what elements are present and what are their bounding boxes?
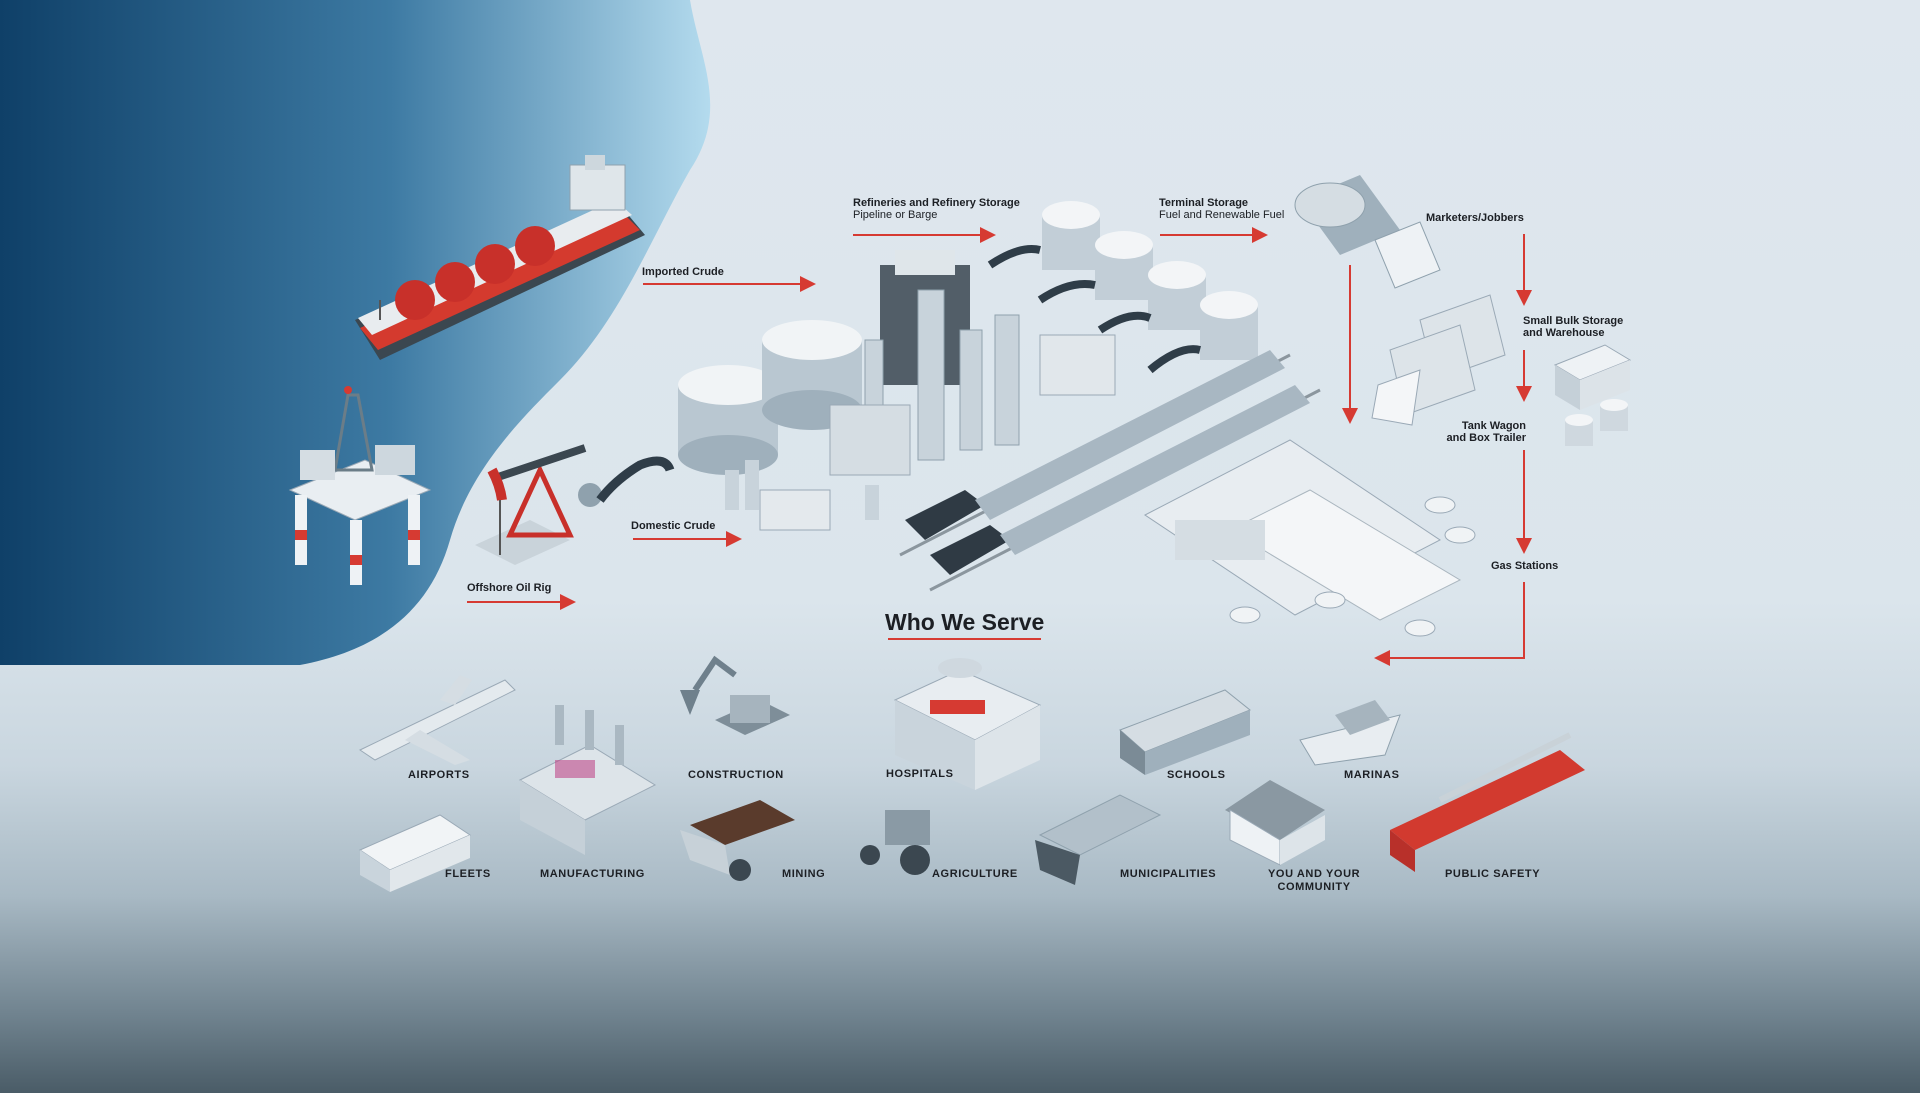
ocean-area — [0, 0, 711, 665]
gas-station-icon — [1144, 439, 1476, 637]
airplane-icon — [358, 675, 516, 765]
tank-wagon-line2: and Box Trailer — [1446, 432, 1526, 444]
label-refineries: Refineries and Refinery Storage Pipeline… — [853, 197, 1020, 221]
service-marinas: MARINAS — [1344, 769, 1400, 781]
service-municipalities: MUNICIPALITIES — [1120, 868, 1217, 880]
excavator-icon — [680, 655, 790, 735]
garbage-truck-icon — [1035, 794, 1162, 885]
fuel-trucks-icon — [1371, 294, 1506, 426]
boat-icon — [1299, 700, 1401, 766]
service-hospitals: HOSPITALS — [886, 768, 954, 780]
van-icon — [358, 814, 472, 892]
arrow-gas-stations — [1374, 582, 1525, 666]
tanker-truck-icon — [1294, 175, 1441, 289]
label-imported-crude: Imported Crude — [642, 266, 724, 278]
label-small-bulk-storage: Small Bulk Storage and Warehouse — [1523, 315, 1623, 339]
service-construction: CONSTRUCTION — [688, 769, 784, 781]
label-gas-stations: Gas Stations — [1491, 560, 1559, 572]
tank-wagon-line1: Tank Wagon — [1461, 420, 1526, 432]
service-airports: AIRPORTS — [408, 769, 470, 781]
community-line2: COMMUNITY — [1277, 881, 1351, 893]
storage-tanks-icon — [678, 320, 862, 475]
service-fleets: FLEETS — [445, 868, 491, 880]
warehouse-icon — [1553, 344, 1632, 446]
fire-truck-icon — [1390, 732, 1585, 872]
label-domestic-crude: Domestic Crude — [631, 520, 716, 532]
small-bulk-line2: and Warehouse — [1523, 327, 1605, 339]
label-marketers: Marketers/Jobbers — [1426, 212, 1524, 224]
tractor-icon — [860, 810, 930, 875]
refinery-icon — [725, 250, 1116, 531]
service-mining: MINING — [782, 868, 826, 880]
small-bulk-line1: Small Bulk Storage — [1523, 315, 1624, 327]
refineries-subtitle: Pipeline or Barge — [853, 209, 938, 221]
service-public-safety: PUBLIC SAFETY — [1445, 868, 1541, 880]
terminal-title: Terminal Storage — [1159, 197, 1249, 209]
refineries-title: Refineries and Refinery Storage — [853, 197, 1020, 209]
title-underline — [888, 638, 1041, 640]
hospital-icon — [893, 658, 1042, 790]
mining-truck-icon — [680, 800, 795, 881]
oil-pumpjack-icon — [475, 444, 602, 565]
lng-tanker-ship-icon — [355, 155, 645, 360]
flow-arrows — [467, 227, 1532, 666]
service-schools: SCHOOLS — [1167, 769, 1226, 781]
school-bus-icon — [1119, 689, 1251, 775]
service-agriculture: AGRICULTURE — [932, 868, 1018, 880]
pipeline — [596, 456, 675, 503]
factory-icon — [518, 705, 657, 855]
service-manufacturing: MANUFACTURING — [540, 868, 645, 880]
house-icon — [1225, 780, 1325, 866]
tanker-train-icon — [899, 350, 1321, 592]
label-terminal-storage: Terminal Storage Fuel and Renewable Fuel — [1159, 197, 1284, 221]
label-tank-wagon: Tank Wagon and Box Trailer — [1440, 420, 1526, 444]
label-offshore-oil-rig: Offshore Oil Rig — [467, 582, 552, 594]
offshore-rig-icon — [288, 386, 432, 585]
section-title: Who We Serve — [885, 609, 1045, 635]
service-community: YOU AND YOUR COMMUNITY — [1268, 868, 1360, 894]
community-line1: YOU AND YOUR — [1268, 868, 1361, 880]
terminal-subtitle: Fuel and Renewable Fuel — [1159, 209, 1285, 221]
terminal-tanks-icon — [987, 201, 1258, 374]
